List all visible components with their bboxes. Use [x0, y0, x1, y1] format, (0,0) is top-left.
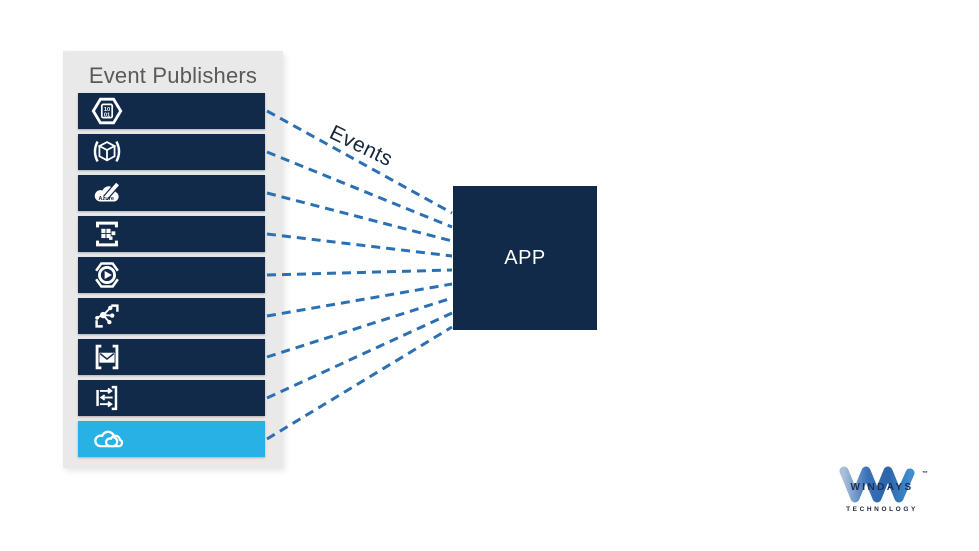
iot-hub-icon: 10 01 — [91, 97, 123, 125]
publisher-row-resource-groups — [78, 216, 265, 252]
arrows-brackets-icon — [96, 385, 118, 411]
windays-logo: WINDAYS ™ TECHNOLOGY — [834, 461, 934, 523]
panel-title: Event Publishers — [88, 63, 258, 88]
publisher-row-iot-hub: 10 01 — [78, 93, 265, 129]
publisher-row-media-services — [78, 257, 265, 293]
logo-zigzag-icon — [839, 466, 915, 503]
publisher-row-container-registry — [78, 134, 265, 170]
logo-tagline: TECHNOLOGY — [846, 506, 918, 513]
publisher-row-relay — [78, 380, 265, 416]
event-publishers-panel: Event Publishers 10 01 — [63, 51, 283, 468]
event-wire-1 — [266, 109, 453, 215]
publisher-row-azure-subscription: Azure — [78, 175, 265, 211]
event-wire-6 — [266, 282, 453, 318]
publisher-row-service-bus — [78, 339, 265, 375]
iot-hub-binary-top: 10 — [104, 107, 110, 113]
media-play-ring-icon — [95, 262, 119, 288]
logo-brand-text: WINDAYS — [850, 482, 914, 493]
logo-trademark: ™ — [922, 471, 928, 477]
envelope-brackets-icon — [95, 344, 119, 370]
events-label: Events — [325, 121, 397, 172]
cloud-icon — [94, 430, 124, 448]
publisher-row-azure-cloud — [78, 421, 265, 457]
event-wire-2 — [266, 150, 453, 229]
publisher-row-event-grid-topic — [78, 298, 265, 334]
azure-cloud-pencil-icon: Azure — [94, 182, 120, 202]
resource-group-icon — [96, 221, 118, 247]
event-wire-4 — [266, 232, 453, 258]
hub-network-icon — [95, 304, 119, 328]
publisher-list: 10 01 — [78, 93, 265, 457]
app-box: APP — [453, 186, 597, 330]
event-wire-3 — [266, 191, 453, 243]
container-cube-icon — [93, 141, 121, 163]
event-wire-7 — [266, 296, 453, 359]
app-label: APP — [504, 246, 546, 269]
event-wire-8 — [266, 311, 453, 400]
event-wire-5 — [266, 268, 453, 277]
event-wire-9 — [266, 325, 453, 441]
azure-cloud-label: Azure — [98, 196, 114, 202]
iot-hub-binary-bottom: 01 — [104, 113, 110, 119]
